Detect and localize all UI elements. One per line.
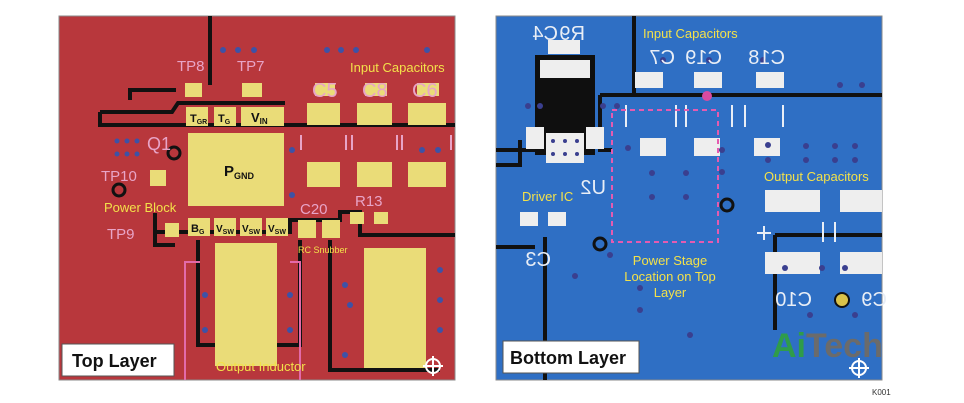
rc-snubber-label: RC Snubber (298, 245, 348, 255)
power-stage-outline (611, 109, 719, 243)
pad-vsw-label-3: V (268, 224, 275, 235)
silk-tp8: TP8 (177, 58, 205, 75)
aitech-watermark: AiTech (772, 327, 883, 365)
top-vias (114, 47, 443, 358)
silk-c8: C8 (362, 80, 388, 102)
pad-vin-label: V (251, 110, 260, 125)
silk-q1: Q1 (147, 134, 171, 154)
power-stage-label-line2: Location on Top (624, 269, 716, 284)
figure-id: K001 (872, 388, 891, 397)
silk-c20: C20 (300, 201, 328, 218)
bottom-layer-panel: R9 C4 C7 C19 C18 U2 C3 C10 C9 Input Capa… (495, 15, 887, 381)
silk-c9: C9 (861, 289, 887, 311)
bottom-pads (520, 72, 882, 274)
silk-r9: R9 (559, 23, 585, 45)
silk-c18: C18 (748, 47, 785, 69)
top-pad-labels: TGR TG VIN PGND BG VSW VSW VSW (190, 110, 286, 236)
svg-text:VSW: VSW (268, 224, 286, 236)
silk-u2: U2 (580, 177, 606, 199)
silk-tp10: TP10 (101, 168, 137, 185)
pad-vsw-label-2: V (242, 224, 249, 235)
crosshair-target-icon (423, 356, 443, 376)
pad-bg-label: B (191, 223, 199, 235)
top-input-capacitors-label: Input Capacitors (350, 60, 445, 75)
bottom-vias (525, 57, 865, 338)
pad-vsw-label-1: V (216, 224, 223, 235)
output-capacitors-label: Output Capacitors (764, 169, 869, 184)
top-pads (150, 83, 446, 368)
bottom-input-capacitors-label: Input Capacitors (643, 26, 738, 41)
silk-c4: C4 (532, 23, 558, 45)
silk-c19: C19 (685, 47, 722, 69)
pad-tg-label: T (218, 113, 225, 125)
svg-text:TGR: TGR (190, 113, 207, 126)
top-layer-panel: TP8 TP7 TP10 TP9 Q1 C5 C8 C6 C20 R13 TGR… (58, 15, 456, 381)
svg-text:PGND: PGND (224, 163, 255, 181)
power-block-label: Power Block (104, 200, 177, 215)
svg-text:VIN: VIN (251, 110, 268, 126)
bottom-layer-label: Bottom Layer (510, 348, 626, 368)
bottom-layer-label-box (502, 340, 640, 374)
svg-text:TG: TG (218, 113, 231, 126)
silk-c3: C3 (525, 249, 551, 271)
silk-tp9: TP9 (107, 226, 135, 243)
pad-tgr-label: T (190, 113, 197, 125)
driver-ic-label: Driver IC (522, 189, 573, 204)
power-stage-label-line3: Layer (654, 285, 687, 300)
top-layer-label-box (61, 343, 175, 377)
silk-c5: C5 (312, 80, 338, 102)
silk-r13: R13 (355, 193, 383, 210)
silk-tp7: TP7 (237, 58, 265, 75)
silk-c6: C6 (412, 80, 438, 102)
crosshair-target-icon (849, 358, 869, 378)
output-inductor-label: Output Inductor (216, 359, 306, 374)
top-layer-label: Top Layer (72, 351, 157, 371)
silk-c10: C10 (775, 289, 812, 311)
svg-text:VSW: VSW (242, 224, 260, 236)
pad-pgnd-label: P (224, 163, 234, 180)
power-stage-label-line1: Power Stage (633, 253, 707, 268)
svg-text:VSW: VSW (216, 224, 234, 236)
svg-text:BG: BG (191, 223, 205, 236)
silk-c7: C7 (649, 47, 675, 69)
